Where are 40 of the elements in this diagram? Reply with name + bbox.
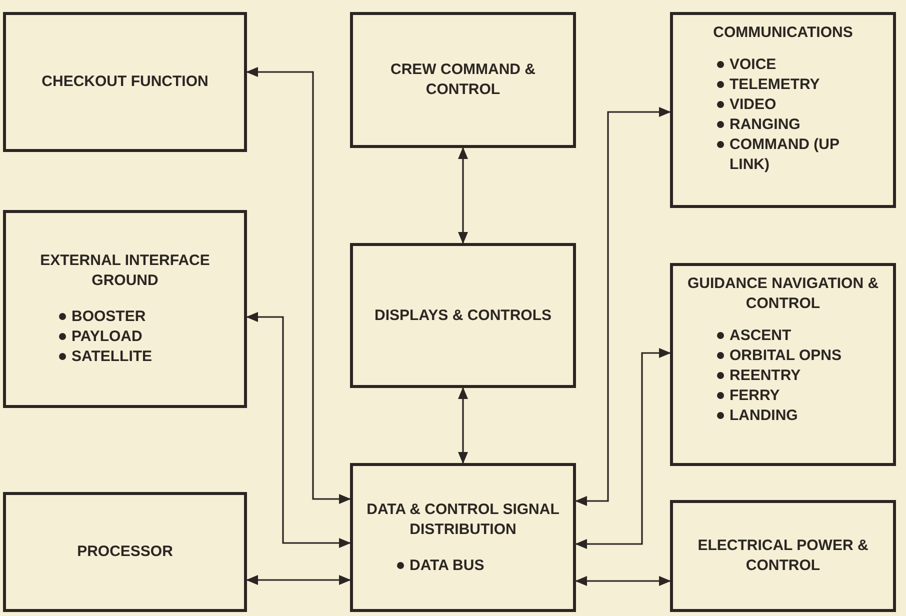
block-box [3, 12, 247, 152]
block-box [350, 12, 576, 148]
block-box [350, 463, 576, 612]
connector-arrow [575, 576, 671, 586]
block-title: DISPLAYS & CONTROLS [374, 306, 552, 326]
list-item: LANDING [730, 406, 799, 426]
connector-arrow [246, 575, 351, 585]
list-item: TELEMETRY [730, 75, 821, 95]
block-title: EXTERNAL INTERFACE GROUND [39, 251, 211, 291]
list-item: DATA BUS [410, 556, 486, 576]
block-title: CHECKOUT FUNCTION [42, 72, 208, 92]
list-item: BOOSTER [72, 307, 147, 327]
block-box [350, 243, 576, 388]
block-box [670, 263, 896, 466]
connector-arrow [246, 67, 351, 504]
block-title: PROCESSOR [77, 542, 173, 562]
block-title: GUIDANCE NAVIGATION & CONTROL [686, 274, 880, 314]
connector-arrow [458, 387, 468, 464]
list-item: RANGING [730, 115, 802, 135]
connector-arrow [575, 107, 671, 506]
block-box [3, 492, 247, 612]
block-title: CREW COMMAND & CONTROL [390, 60, 536, 100]
list-item: COMMAND (UP LINK) [730, 135, 840, 175]
connector-arrow [458, 147, 468, 244]
block-box [670, 500, 896, 612]
block-box [670, 12, 896, 208]
block-title: ELECTRICAL POWER & CONTROL [696, 536, 870, 576]
connector-arrow [246, 312, 351, 548]
block-box [3, 210, 247, 408]
block-title: COMMUNICATIONS [713, 23, 853, 43]
list-item: SATELLITE [72, 347, 154, 367]
list-item: VOICE [730, 55, 778, 75]
list-item: PAYLOAD [72, 327, 144, 347]
block-title: DATA & CONTROL SIGNAL DISTRIBUTION [366, 500, 560, 540]
list-item: REENTRY [730, 366, 802, 386]
connector-arrow [575, 348, 671, 549]
list-item: ORBITAL OPNS [730, 346, 842, 366]
list-item: FERRY [730, 386, 781, 406]
list-item: ASCENT [730, 326, 792, 346]
list-item: VIDEO [730, 95, 778, 115]
